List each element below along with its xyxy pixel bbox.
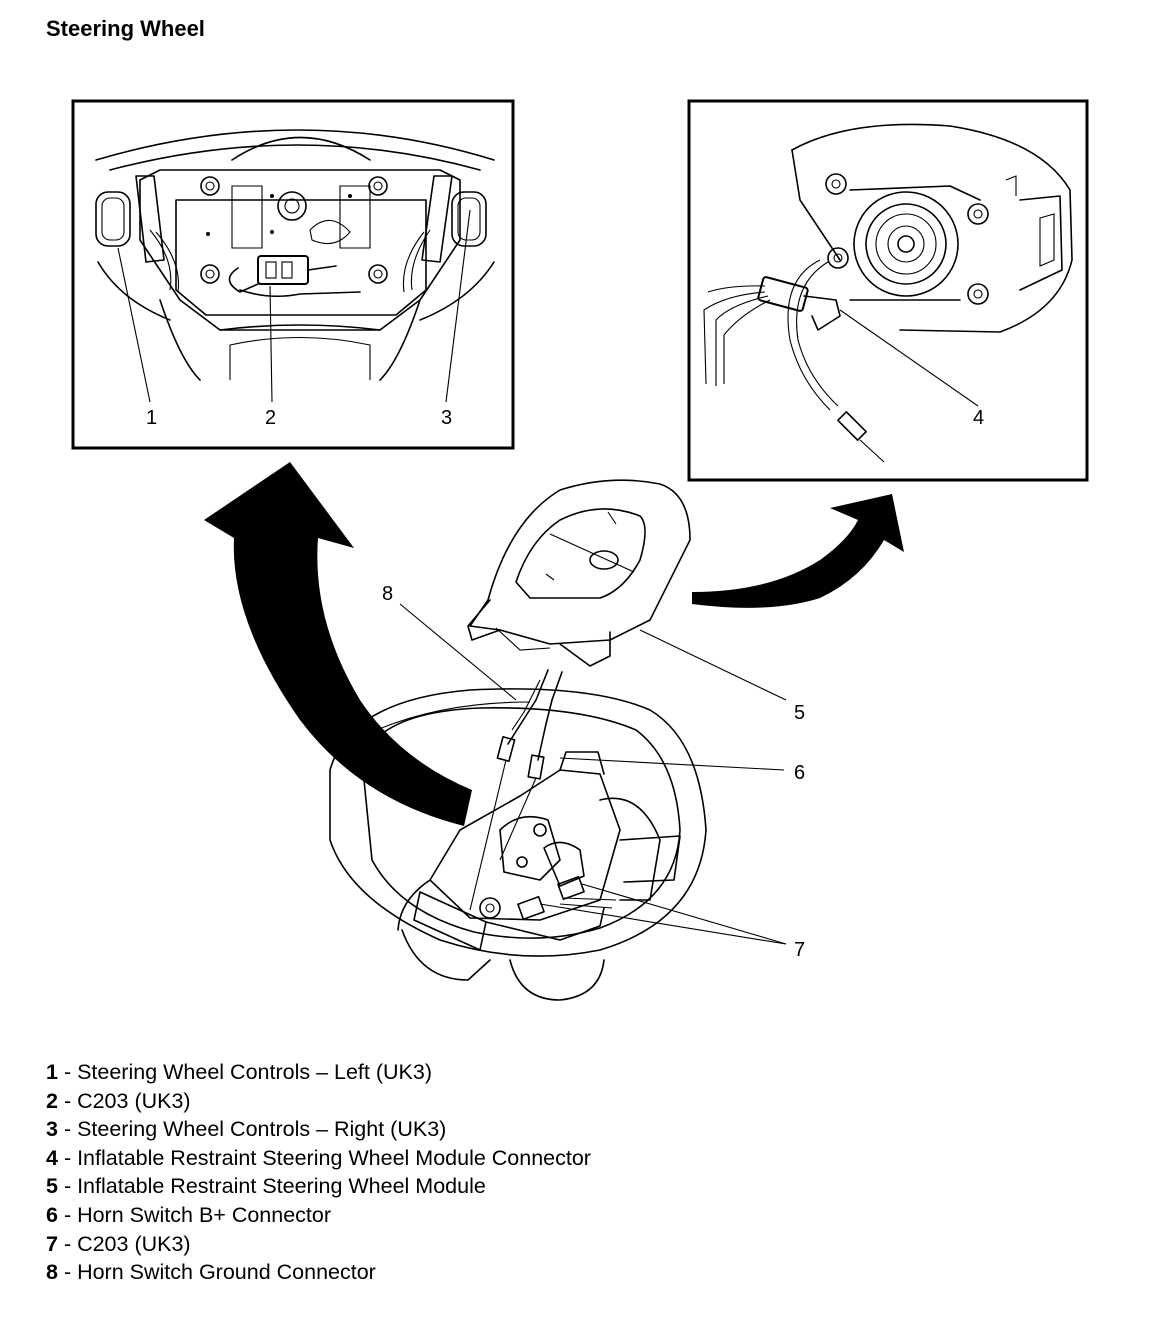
inflator-icon — [853, 191, 959, 297]
callout-1: 1 — [146, 407, 157, 429]
callout-5: 5 — [794, 702, 805, 724]
stud-icons — [825, 173, 989, 305]
legend-item-6: 6 - Horn Switch B+ Connector — [46, 1202, 332, 1227]
steering-wheel-diagram: 1 2 3 4 5 6 7 8 — [71, 99, 1089, 1001]
legend-list: 1 - Steering Wheel Controls – Left (UK3)… — [46, 1058, 591, 1287]
callout-6: 6 — [794, 762, 805, 784]
page-title: Steering Wheel — [46, 16, 205, 41]
legend-item-3: 3 - Steering Wheel Controls – Right (UK3… — [46, 1117, 447, 1142]
left-detail-inset — [71, 99, 515, 450]
bolt-icons — [200, 176, 388, 284]
callout-4: 4 — [973, 407, 984, 429]
callout-2: 2 — [265, 407, 276, 429]
airbag-module — [467, 479, 691, 667]
callout-8: 8 — [382, 583, 393, 605]
legend-item-8: 8 - Horn Switch Ground Connector — [46, 1260, 376, 1285]
legend-item-1: 1 - Steering Wheel Controls – Left (UK3) — [46, 1060, 432, 1084]
callout-7: 7 — [794, 939, 805, 961]
c203-connector-icon — [228, 255, 361, 298]
callout-3: 3 — [441, 407, 452, 429]
right-detail-inset — [687, 99, 1089, 482]
legend-item-5: 5 - Inflatable Restraint Steering Wheel … — [46, 1174, 486, 1199]
legend-item-2: 2 - C203 (UK3) — [46, 1088, 191, 1113]
steering-wheel — [329, 669, 707, 1001]
left-switch-icon — [95, 175, 165, 263]
legend-item-4: 4 - Inflatable Restraint Steering Wheel … — [46, 1145, 591, 1170]
arrow-to-right-inset — [692, 494, 904, 608]
module-connector-icon — [757, 276, 841, 331]
right-switch-icon — [421, 175, 487, 263]
legend-item-7: 7 - C203 (UK3) — [46, 1231, 191, 1256]
arrow-to-left-inset — [204, 462, 472, 826]
